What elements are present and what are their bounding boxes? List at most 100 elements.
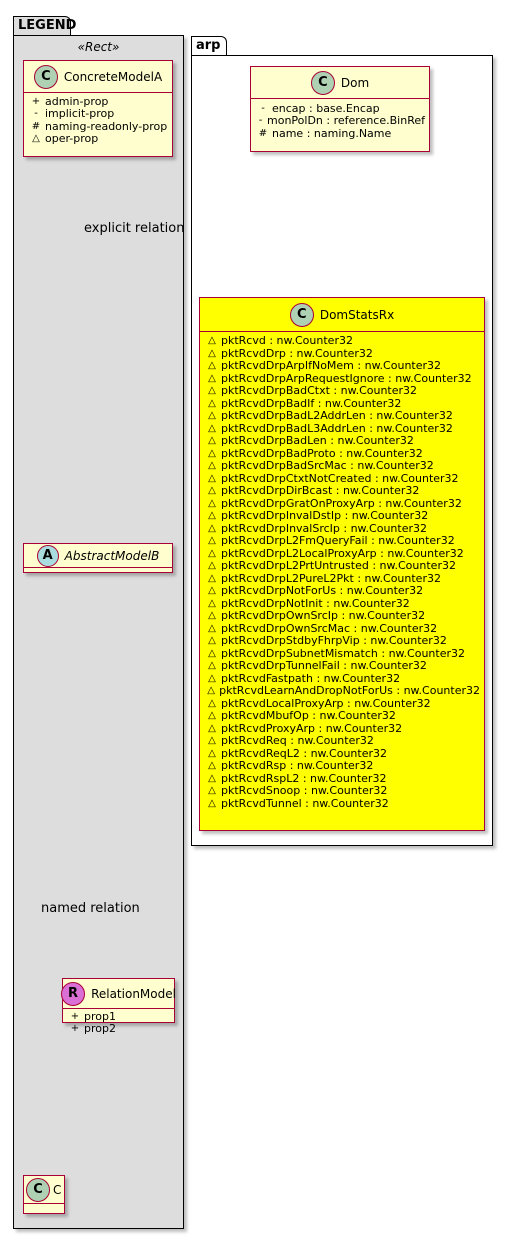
attribute-row: #naming-readonly-prop <box>31 119 168 133</box>
attribute-row: -implicit-prop <box>34 107 115 121</box>
c-class[interactable]: C C <box>23 1175 65 1214</box>
attribute-label: pktRcvdDrpL2PureL2Pkt : nw.Counter32 <box>221 571 441 585</box>
arp-package-title: arp <box>196 38 221 53</box>
attribute-label: pktRcvdDrpBadLen : nw.Counter32 <box>221 434 414 447</box>
attribute-row: △ pktRcvdMbufOp : nw.Counter32 <box>206 709 480 723</box>
attribute-label: pktRcvdDrpOwnSrcMac : nw.Counter32 <box>221 621 438 635</box>
visibility-icon: △ <box>208 335 216 346</box>
attribute-row: △pktRcvdSnoop : nw.Counter32 <box>206 784 480 798</box>
concrete-model-a-class[interactable]: C ConcreteModelA +admin-prop -implicit-p… <box>23 60 173 157</box>
class-c-badge-icon: C <box>289 302 314 327</box>
relation-model-class[interactable]: R RelationModel +prop1 +prop2 <box>61 978 176 1035</box>
attribute-label: pktRcvdDrpBadCtxt : nw.Counter32 <box>221 384 418 397</box>
attribute-label: pktRcvdDrpNotForUs : nw.Counter32 <box>221 584 424 597</box>
attribute-row: △ pktRcvdDrpBadL3AddrLen : nw.Counter32 <box>206 421 480 436</box>
relation-model-attributes: +prop1 +prop2 <box>63 1009 174 1039</box>
dom-header: C Dom <box>251 67 429 99</box>
attribute-label: pktRcvdDrpArpRequestIgnore : nw.Counter3… <box>221 371 472 385</box>
attribute-row: +prop2 <box>70 1022 116 1036</box>
dom-stats-rx-class[interactable]: C DomStatsRx △pktRcvd : nw.Counter32△pkt… <box>199 297 485 831</box>
attribute-label: pktRcvdLocalProxyArp : nw.Counter32 <box>221 696 431 710</box>
visibility-icon: △ <box>208 772 216 784</box>
attribute-row: △pktRcvdDrpCtxtNotCreated : nw.Counter32 <box>206 472 480 486</box>
visibility-icon: △ <box>208 535 216 546</box>
attribute-label: pktRcvdDrpStdbyFhrpVip : nw.Counter32 <box>221 634 447 647</box>
attribute-row: △ pktRcvdDrpInvalSrcIp : nw.Counter32 <box>206 521 480 536</box>
visibility-icon: △ <box>208 522 216 534</box>
attribute-row: △pktRcvdDrpDirBcast : nw.Counter32 <box>206 484 480 498</box>
attribute-row: △pktRcvdDrpInvalDstIp : nw.Counter32 <box>206 509 480 523</box>
dom-stats-rx-name: DomStatsRx <box>319 307 395 322</box>
attribute-label: pktRcvdDrpTunnelFail : nw.Counter32 <box>221 659 427 672</box>
dom-class[interactable]: C Dom -encap : base.Encap -monPolDn : re… <box>250 66 430 152</box>
attribute-row: △ pktRcvdDrpBadCtxt : nw.Counter32 <box>206 384 480 398</box>
attribute-row: △pktRcvdDrpBadIf : nw.Counter32 <box>206 397 480 411</box>
attribute-label: pktRcvdDrpNotInit : nw.Counter32 <box>221 596 410 610</box>
relation-model-header: R RelationModel <box>61 979 176 1009</box>
attribute-label: pktRcvdRspL2 : nw.Counter32 <box>221 771 387 785</box>
visibility-icon: △ <box>208 647 216 659</box>
visibility-icon: △ <box>208 747 216 759</box>
attribute-label: pktRcvdMbufOp : nw.Counter32 <box>221 709 396 722</box>
attribute-row: △ pktRcvdDrpOwnSrcIp : nw.Counter32 <box>206 609 480 623</box>
attribute-row: △oper-prop <box>32 132 99 146</box>
visibility-icon: △ <box>207 685 215 696</box>
c-class-header: C C <box>24 1176 64 1204</box>
attribute-row: △ pktRcvdReq : nw.Counter32 <box>206 734 480 748</box>
visibility-icon: △ <box>208 572 216 584</box>
attribute-label: pktRcvdDrpBadL3AddrLen : nw.Counter32 <box>221 421 453 435</box>
visibility-icon: △ <box>208 422 216 434</box>
visibility-icon: △ <box>208 722 216 734</box>
attribute-row: △pktRcvdDrpOwnSrcMac : nw.Counter32 <box>206 621 480 636</box>
explicit-relation-label: explicit relation <box>84 221 185 236</box>
visibility-icon: △ <box>208 672 216 684</box>
legend-package-title: LEGEND <box>18 18 77 33</box>
dom-name: Dom <box>340 75 370 90</box>
attribute-row: △pktRcvdTunnel : nw.Counter32 <box>206 796 480 811</box>
visibility-icon: △ <box>208 697 216 709</box>
attribute-row: △pktRcvdLearnAndDropNotForUs : nw.Counte… <box>206 684 480 698</box>
visibility-icon: △ <box>208 397 216 409</box>
attribute-label: pktRcvdFastpath : nw.Counter32 <box>221 671 401 685</box>
attribute-row: -monPolDn : reference.BinRef <box>258 114 425 128</box>
visibility-icon: △ <box>208 560 216 571</box>
attribute-row: △ pktRcvdDrpNotForUs : nw.Counter32 <box>206 584 480 598</box>
visibility-icon: △ <box>208 347 216 359</box>
concrete-model-a-attributes: +admin-prop -implicit-prop #naming-reado… <box>24 93 172 149</box>
attribute-label: pktRcvdDrpInvalSrcIp : nw.Counter32 <box>221 521 427 535</box>
attribute-row: △pktRcvdDrpL2PrtUntrusted : nw.Counter32 <box>206 559 480 573</box>
attribute-row: △pktRcvdDrpArpIfNoMem : nw.Counter32 <box>206 359 480 373</box>
visibility-icon: △ <box>208 385 216 396</box>
attribute-row: +admin-prop <box>31 95 109 108</box>
visibility-icon: △ <box>208 372 216 384</box>
attribute-row: △ pktRcvdRspL2 : nw.Counter32 <box>206 771 480 786</box>
relation-model-name: RelationModel <box>91 986 176 1001</box>
class-c-badge-icon: C <box>33 64 58 89</box>
attribute-label: pktRcvdTunnel : nw.Counter32 <box>221 796 389 810</box>
attribute-row: #name : naming.Name <box>258 126 392 140</box>
visibility-icon: △ <box>208 710 216 721</box>
attribute-row: △pktRcvdDrpGratOnProxyArp : nw.Counter32 <box>206 497 480 511</box>
abstract-model-b-header: A AbstractModelB <box>24 544 172 568</box>
class-a-badge-icon: A <box>36 544 59 567</box>
attribute-label: pktRcvd : nw.Counter32 <box>221 334 353 347</box>
attribute-label: pktRcvdReq : nw.Counter32 <box>221 734 374 747</box>
attribute-label: pktRcvdRsp : nw.Counter32 <box>221 759 374 772</box>
attribute-label: pktRcvdDrpOwnSrcIp : nw.Counter32 <box>221 609 426 622</box>
class-r-badge-icon: R <box>61 981 86 1006</box>
attribute-row: △ pktRcvdDrpSubnetMismatch : nw.Counter32 <box>206 646 480 661</box>
dom-stats-rx-header: C DomStatsRx <box>200 298 484 332</box>
visibility-icon: △ <box>208 735 216 746</box>
attribute-label: pktRcvdDrpBadSrcMac : nw.Counter32 <box>221 459 434 472</box>
visibility-icon: △ <box>208 635 216 646</box>
legend-package-tab: LEGEND <box>13 16 76 36</box>
attribute-label: pktRcvdDrp : nw.Counter32 <box>221 346 373 360</box>
attribute-label: pktRcvdSnoop : nw.Counter32 <box>221 784 388 797</box>
attribute-label: pktRcvdDrpSubnetMismatch : nw.Counter32 <box>221 646 465 660</box>
visibility-icon: △ <box>208 585 216 596</box>
abstract-model-b-class[interactable]: A AbstractModelB <box>23 543 173 573</box>
visibility-icon: △ <box>208 410 216 421</box>
abstract-model-b-name: AbstractModelB <box>64 548 160 563</box>
visibility-icon: △ <box>208 610 216 621</box>
attribute-row: △pktRcvdDrpBadL2AddrLen : nw.Counter32 <box>206 409 480 423</box>
